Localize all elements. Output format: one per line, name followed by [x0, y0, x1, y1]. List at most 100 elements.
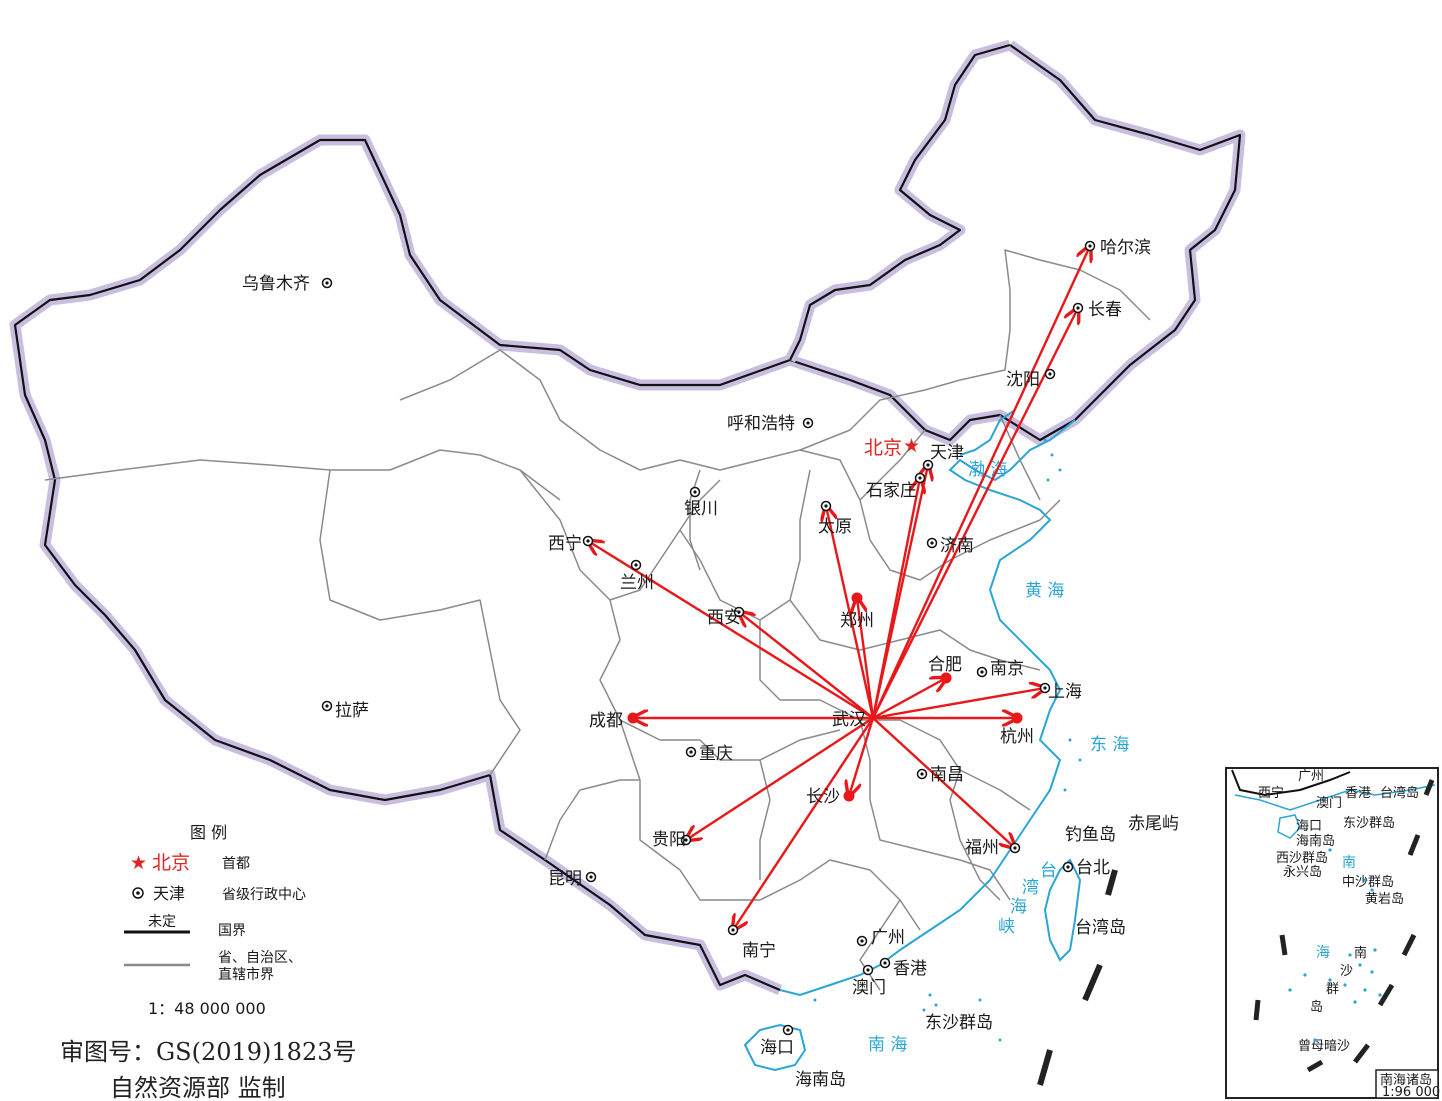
arrow-to-1 — [871, 308, 1078, 719]
city-label-r8: 广州 — [871, 928, 905, 948]
city-dot-a10 — [1011, 712, 1023, 724]
strait-char-3: 海 — [1010, 897, 1027, 917]
inset-label-0: 西宁 — [1258, 785, 1284, 801]
inset-title-box — [1375, 1069, 1439, 1099]
islet-5 — [1078, 758, 1082, 762]
islet-4 — [1068, 738, 1072, 742]
hub-label: 武汉 — [832, 710, 866, 730]
city-label-r18: 石家庄 — [866, 481, 917, 501]
strait-char-1: 台 — [1040, 861, 1057, 881]
city-dot-a12 — [843, 790, 855, 802]
approval-number: 审图号：GS(2019)1823号 — [60, 1038, 357, 1066]
islet-12 — [813, 998, 817, 1002]
city-label-r13: 南昌 — [930, 765, 964, 785]
inset-label-8: 西沙群岛 — [1276, 850, 1328, 866]
arrow-to-8 — [872, 678, 946, 720]
city-label-a1: 长春 — [1088, 300, 1122, 320]
arrow-to-6 — [588, 541, 874, 720]
inset-label-2: 香港 — [1345, 786, 1371, 801]
city-label-r17: 天津 — [930, 443, 964, 463]
inset-frame — [1225, 767, 1439, 1099]
arrow-to-3 — [871, 478, 920, 719]
arrow-to-15 — [872, 717, 1015, 848]
inset-label-10: 中沙群岛 — [1342, 874, 1394, 890]
islet-10 — [978, 998, 982, 1002]
legend-undetermined: 未定 — [148, 914, 176, 930]
capital-star-icon: ★ — [903, 435, 920, 457]
city-label-a13: 贵阳 — [652, 830, 686, 850]
island-label-1: 赤尾屿 — [1128, 814, 1179, 834]
islet-0 — [1043, 438, 1047, 442]
inset-label-6: 海南岛 — [1296, 833, 1335, 849]
inset-label-12: 曾母暗沙 — [1298, 1039, 1350, 1054]
city-label-r4: 拉萨 — [335, 701, 369, 721]
city-label-r15: 台北 — [1076, 858, 1110, 878]
city-label-a8: 合肥 — [928, 655, 962, 675]
city-label-r3: 兰州 — [620, 573, 654, 593]
arrow-layer — [588, 246, 1090, 930]
inset-title: 南海诸岛 — [1380, 1072, 1432, 1088]
city-dot-a11 — [627, 712, 639, 724]
islet-3 — [1046, 478, 1050, 482]
strait-char-2: 湾 — [1022, 878, 1039, 898]
legend-title: 图 例 — [190, 823, 227, 842]
arrow-to-13 — [686, 716, 874, 840]
national-border — [9, 39, 1246, 996]
city-label-r19: 济南 — [940, 536, 974, 556]
inset-label-9: 永兴岛 — [1283, 864, 1322, 880]
legend-center-icon — [132, 887, 144, 899]
maritime-boundary — [1037, 869, 1118, 1086]
legend-capital-desc: 首都 — [222, 856, 250, 872]
capital-marker: 北京 ★ — [864, 435, 920, 459]
sea-label-huanghai: 黄 海 — [1025, 581, 1064, 601]
city-label-a10: 杭州 — [1000, 727, 1034, 747]
island-label-2: 台湾岛 — [1075, 918, 1126, 938]
island-label-3: 海南岛 — [795, 1070, 846, 1090]
arrow-to-9 — [872, 688, 1045, 720]
legend-province-desc-1: 省、自治区、 — [218, 950, 302, 966]
city-label-r0: 乌鲁木齐 — [242, 274, 310, 294]
city-label-r10: 澳门 — [852, 978, 886, 998]
islet-1 — [1050, 453, 1054, 457]
city-label-r11: 海口 — [760, 1038, 794, 1058]
inset-sea-2: 海 — [1316, 945, 1330, 961]
legend-capital-name: 北京 — [152, 852, 190, 874]
inset-label-4: 澳门 — [1316, 795, 1342, 811]
city-label-r12: 南京 — [990, 659, 1024, 679]
inset-sea-1: 南 — [1342, 855, 1356, 871]
sea-labels: 渤 海 黄 海 东 海 南 海 台 湾 海 峡 — [868, 460, 1129, 1055]
legend-center-desc: 省级行政中心 — [222, 887, 306, 903]
islet-9 — [922, 1008, 926, 1012]
islet-11 — [998, 1038, 1002, 1042]
capital-label: 北京 — [864, 437, 902, 459]
arrow-to-0 — [871, 246, 1090, 719]
city-label-r14: 福州 — [965, 838, 999, 858]
arrow-to-14 — [733, 717, 875, 930]
city-label-r1: 呼和浩特 — [727, 414, 795, 434]
inset-label-3: 台湾岛 — [1380, 785, 1419, 801]
city-label-a11: 成都 — [589, 711, 623, 731]
legend-province-desc-2: 直辖市界 — [218, 966, 274, 983]
province-boundaries — [44, 249, 1151, 991]
supervisor-text: 自然资源部 监制 — [110, 1074, 286, 1101]
legend-border-desc: 国界 — [218, 923, 246, 939]
strait-char-4: 峡 — [998, 917, 1015, 937]
city-label-r7: 南宁 — [742, 941, 776, 961]
scale-text: 1：48 000 000 — [148, 999, 266, 1018]
city-label-r5: 重庆 — [699, 744, 733, 764]
city-label-a5: 郑州 — [840, 611, 874, 631]
city-label-a4: 太原 — [818, 517, 852, 537]
sea-label-nanhai: 南 海 — [868, 1035, 907, 1055]
city-label-r2: 银川 — [684, 499, 718, 519]
islet-2 — [1058, 468, 1062, 472]
city-label-a6: 西宁 — [548, 534, 582, 554]
inset-island-v-2: 沙 — [1340, 964, 1353, 979]
legend-center-name: 天津 — [153, 884, 185, 903]
inset-island-v-3: 群 — [1326, 982, 1339, 997]
city-label-r16: 沈阳 — [1006, 370, 1040, 390]
legend-star-icon: ★ — [130, 852, 147, 874]
islet-7 — [928, 993, 932, 997]
city-layer: 乌鲁木齐呼和浩特银川兰州拉萨重庆昆明南宁广州香港澳门海口南京南昌福州台北沈阳天津… — [242, 238, 1179, 1090]
arrow-to-7 — [739, 612, 874, 719]
